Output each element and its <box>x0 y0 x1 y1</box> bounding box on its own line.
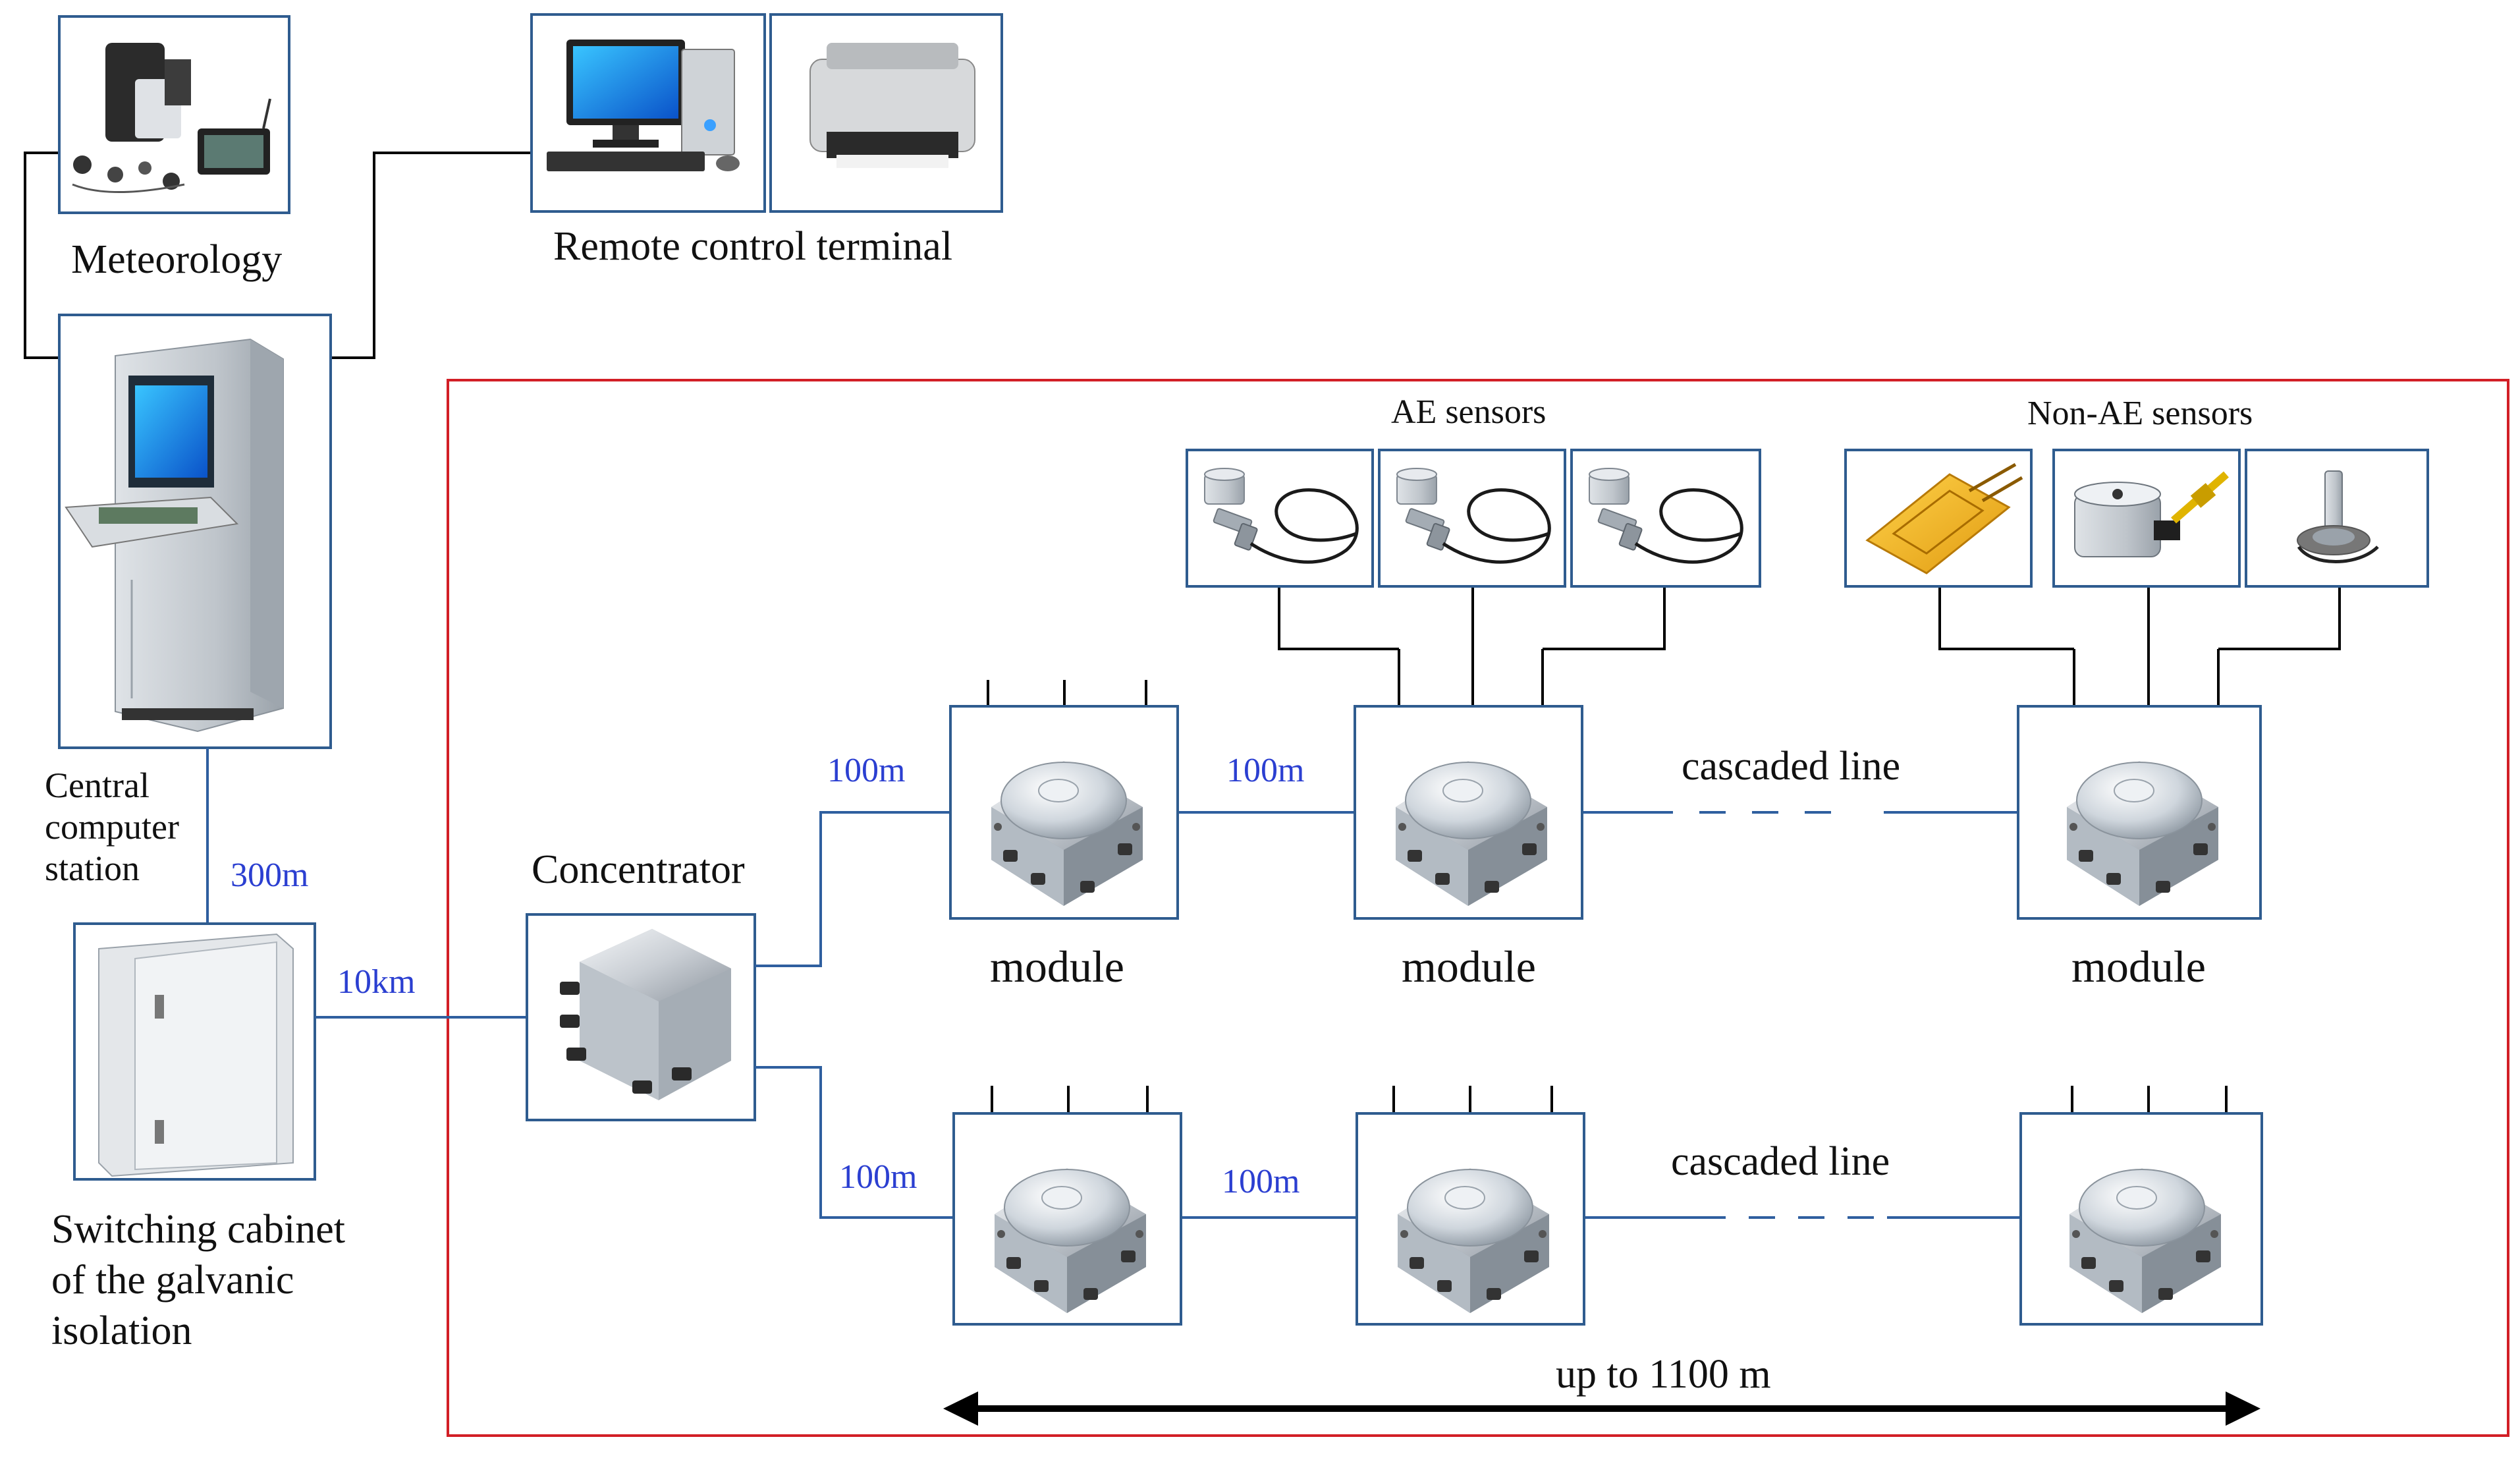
module-row1-3 <box>2017 586 2262 920</box>
distance-conc-row1: 100m <box>827 752 905 789</box>
accelerometer-icon <box>2074 471 2229 557</box>
strain-gauge-icon <box>1865 463 2023 575</box>
ae-sensor-1 <box>1186 449 1374 588</box>
distance-row1-link: 100m <box>1226 752 1304 789</box>
distance-300m: 300m <box>231 856 308 894</box>
non-ae-sensor-strain <box>1844 449 2033 588</box>
sensor-network-frame <box>447 379 2509 1437</box>
junction-box-icon <box>560 929 731 1100</box>
switching-label-1: Switching cabinet <box>51 1207 345 1252</box>
ae-sensor-2 <box>1378 449 1566 588</box>
non-ae-sensor-accelerometer <box>2052 449 2241 588</box>
remote-terminal-node <box>530 13 1003 213</box>
meteorology-node <box>58 15 290 214</box>
central-label-2: computer <box>45 807 179 847</box>
nonae-wire-3 <box>2218 586 2341 650</box>
concentrator-row2-link <box>755 1066 954 1219</box>
meteorology-link <box>24 152 59 359</box>
distance-row2-link: 100m <box>1222 1163 1300 1200</box>
module-row1-1 <box>949 680 1179 920</box>
module-row2-3 <box>2019 1086 2263 1326</box>
central-label-1: Central <box>45 766 150 805</box>
ae-sensors-label: AE sensors <box>1391 393 1546 431</box>
switching-cabinet-node <box>73 922 316 1181</box>
meteorology-label: Meteorology <box>71 237 282 282</box>
module-row1-2 <box>1354 586 1583 920</box>
computer-kiosk-icon <box>65 338 284 733</box>
remote-terminal-label: Remote control terminal <box>553 224 952 269</box>
nonae-wire-1 <box>1938 586 2074 650</box>
non-ae-sensors-label: Non-AE sensors <box>2027 395 2253 432</box>
printer-icon <box>809 43 975 168</box>
row2-cascaded-label: cascaded line <box>1671 1139 1890 1184</box>
module-row2-1 <box>952 1086 1182 1326</box>
span-arrow <box>943 1391 2260 1426</box>
desktop-computer-icon <box>547 40 740 171</box>
central-label-3: station <box>45 849 140 888</box>
module-row2-2 <box>1356 1086 1585 1326</box>
ae-wire-3 <box>1543 586 1666 650</box>
non-ae-sensor-displacement <box>2245 449 2429 588</box>
electrical-cabinet-icon <box>98 933 294 1177</box>
switching-label-3: isolation <box>51 1308 192 1353</box>
module-label-3: module <box>2071 941 2206 992</box>
row1-cascaded-label: cascaded line <box>1682 744 1900 789</box>
concentrator-label: Concentrator <box>532 847 745 892</box>
distance-10km: 10km <box>337 963 415 1001</box>
concentrator-row1-link <box>755 811 950 967</box>
ae-sensor-3 <box>1570 449 1761 588</box>
distance-conc-row2: 100m <box>839 1158 917 1196</box>
module-label-2: module <box>1402 941 1536 992</box>
module-label-1: module <box>990 941 1124 992</box>
displacement-sensor-icon <box>2297 470 2379 563</box>
central-station-node <box>58 314 332 749</box>
span-label: up to 1100 m <box>1556 1352 1771 1397</box>
remote-terminal-link <box>331 152 532 359</box>
ae-wire-1 <box>1278 586 1399 650</box>
weather-station-icon <box>72 43 271 194</box>
switching-label-2: of the galvanic <box>51 1258 294 1303</box>
concentrator-node <box>526 913 756 1121</box>
